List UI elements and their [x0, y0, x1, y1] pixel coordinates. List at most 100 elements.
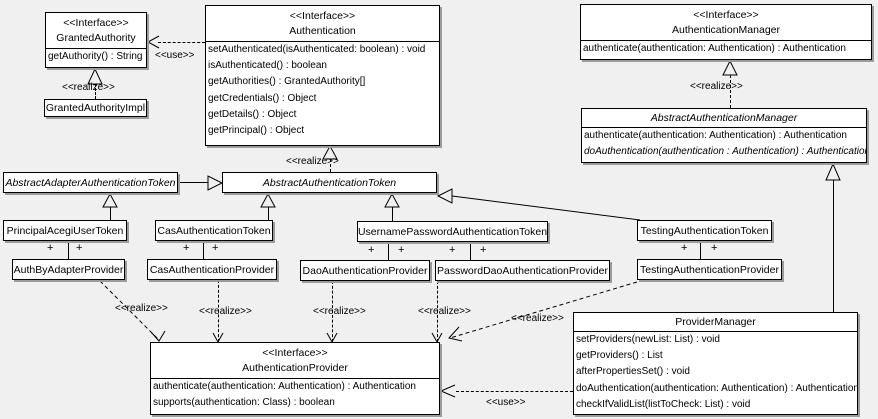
- generalization-line-principalacegiusertoken: [110, 207, 111, 220]
- multiplicity-label: +: [183, 242, 190, 254]
- class-username-password-authentication-token: UsernamePasswordAuthenticationToken: [357, 221, 548, 242]
- methods-compartment: setAuthenticated(isAuthenticated: boolea…: [206, 41, 439, 139]
- generalization-line-casauthenticationtoken: [268, 207, 269, 220]
- realize-label: <<realize>>: [62, 82, 115, 93]
- realize-line-abstractauthenticationmanager: [730, 75, 731, 108]
- class-auth-by-adapter-provider: AuthByAdapterProvider: [12, 259, 125, 280]
- association-line-usertoken-passworddaoprovider: [470, 242, 471, 260]
- method: checkIfValidList(listToCheck: List) : vo…: [576, 398, 751, 410]
- realize-line-passworddaoprovider: [437, 281, 438, 342]
- class-authentication: <<Interface>> Authentication setAuthenti…: [205, 5, 440, 146]
- stereotype-label: <<Interface>>: [693, 9, 759, 21]
- method: isAuthenticated() : boolean: [208, 60, 327, 72]
- class-abstract-adapter-authentication-token: AbstractAdapterAuthenticationToken: [3, 172, 178, 193]
- realize-arrowhead-up-icon: [722, 59, 738, 76]
- class-header: AbstractAuthenticationManager: [582, 109, 866, 127]
- class-abstract-authentication-manager: AbstractAuthenticationManager authentica…: [581, 108, 867, 163]
- class-granted-authority-impl: GrantedAuthorityImpl: [44, 99, 147, 117]
- association-line-testingtoken-testingprovider: [700, 241, 701, 259]
- realize-label: <<realize>>: [286, 156, 339, 167]
- multiplicity-label: +: [480, 244, 487, 256]
- class-provider-manager: ProviderManager setProviders(newList: Li…: [573, 312, 858, 415]
- class-name: GrantedAuthority: [56, 32, 136, 44]
- class-authentication-manager: <<Interface>> AuthenticationManager auth…: [580, 4, 872, 60]
- multiplicity-label: +: [711, 242, 718, 254]
- realize-label: <<realize>>: [115, 303, 168, 314]
- realize-arrowhead-down-icon: [150, 330, 166, 342]
- method: afterPropertiesSet() : void: [576, 366, 690, 378]
- multiplicity-label: +: [681, 242, 688, 254]
- stereotype-label: <<Interface>>: [289, 10, 356, 22]
- class-abstract-authentication-token: AbstractAuthenticationToken: [222, 172, 437, 193]
- method: getAuthorities() : GrantedAuthority[]: [208, 76, 366, 88]
- class-name: AuthenticationProvider: [242, 362, 348, 374]
- class-cas-authentication-provider: CasAuthenticationProvider: [147, 259, 277, 280]
- generalization-arrowhead-up-icon: [384, 192, 400, 208]
- generalization-arrowhead-left-icon: [436, 188, 453, 204]
- multiplicity-label: +: [76, 242, 83, 254]
- class-authentication-provider: <<Interface>> AuthenticationProvider aut…: [150, 342, 440, 415]
- methods-compartment: authenticate(authentication: Authenticat…: [581, 40, 871, 57]
- class-name: CasAuthenticationToken: [157, 224, 271, 237]
- class-name: ProviderManager: [675, 316, 756, 328]
- methods-compartment: getAuthority() : String: [46, 48, 146, 65]
- method: authenticate(authentication: Authenticat…: [583, 43, 846, 54]
- method: getDetails() : Object: [208, 108, 297, 120]
- class-header: <<Interface>> AuthenticationManager: [581, 5, 871, 40]
- class-principal-acegi-user-token: PrincipalAcegiUserToken: [3, 220, 127, 241]
- generalization-arrowhead-right-icon: [207, 175, 224, 191]
- generalization-arrowhead-up-icon: [260, 192, 276, 208]
- class-name: AbstractAuthenticationManager: [650, 112, 798, 124]
- class-name: UsernamePasswordAuthenticationToken: [357, 225, 548, 238]
- class-name: AuthenticationManager: [672, 24, 780, 36]
- class-testing-authentication-token: TestingAuthenticationToken: [637, 220, 772, 241]
- realize-line-casauthenticationprovider: [218, 280, 219, 342]
- generalization-line-abstractadaptertoken: [178, 182, 208, 183]
- use-dependency-line-providermanager-authenticationprovider: [456, 391, 573, 392]
- class-password-dao-authentication-provider: PasswordDaoAuthenticationProvider: [435, 260, 610, 281]
- class-header: <<Interface>> AuthenticationProvider: [151, 343, 439, 378]
- method: setAuthenticated(isAuthenticated: boolea…: [208, 44, 426, 55]
- multiplicity-label: +: [47, 242, 54, 254]
- class-name: PrincipalAcegiUserToken: [6, 224, 124, 237]
- methods-compartment: setProviders(newList: List) : void getPr…: [574, 331, 857, 413]
- method: supports(authentication: Class) : boolea…: [153, 397, 335, 409]
- method: doAuthentication(authentication : Authen…: [584, 146, 866, 158]
- realize-line-abstractauthenticationtoken: [330, 159, 331, 172]
- class-cas-authentication-token: CasAuthenticationToken: [155, 220, 273, 241]
- method: getCredentials() : Object: [208, 92, 317, 104]
- realize-line-grantedauthorityimpl: [95, 84, 96, 99]
- multiplicity-label: +: [212, 242, 219, 254]
- generalization-line-providermanager: [833, 180, 834, 312]
- multiplicity-label: +: [449, 244, 456, 256]
- use-label: <<use>>: [155, 50, 195, 61]
- method: getPrincipal() : Object: [208, 124, 305, 136]
- realize-label: <<realize>>: [199, 306, 252, 317]
- class-granted-authority: <<Interface>> GrantedAuthority getAuthor…: [45, 12, 147, 68]
- method: authenticate(authentication: Authenticat…: [153, 381, 416, 392]
- methods-compartment: authenticate(authentication: Authenticat…: [582, 127, 866, 160]
- association-line-usertoken-daoprovider: [388, 242, 389, 260]
- stereotype-label: <<Interface>>: [63, 17, 129, 29]
- generalization-line-testingtoken: [451, 195, 641, 221]
- class-header: ProviderManager: [574, 313, 857, 331]
- use-arrowhead-left-icon: [439, 384, 456, 398]
- class-header: <<Interface>> GrantedAuthority: [46, 13, 146, 48]
- association-line-castoken-casprovider: [203, 241, 204, 259]
- use-dependency-line-authentication-grantedauthority: [158, 42, 205, 43]
- realize-arrowhead-down-icon: [448, 326, 463, 342]
- method: authenticate(authentication: Authenticat…: [584, 130, 847, 141]
- method: doAuthentication(authentication: Authent…: [576, 382, 857, 394]
- generalization-line-usernamepasswordtoken: [392, 207, 393, 221]
- class-name: CasAuthenticationProvider: [149, 263, 275, 276]
- class-name: TestingAuthenticationProvider: [640, 263, 779, 276]
- class-name: TestingAuthenticationToken: [640, 224, 769, 237]
- class-testing-authentication-provider: TestingAuthenticationProvider: [637, 259, 782, 280]
- realize-label: <<realize>>: [511, 313, 564, 324]
- class-name: AuthByAdapterProvider: [13, 263, 124, 276]
- class-name: AbstractAuthenticationToken: [262, 176, 397, 189]
- class-name: GrantedAuthorityImpl: [45, 102, 146, 114]
- generalization-arrowhead-up-icon: [825, 162, 841, 181]
- realize-label: <<realize>>: [313, 306, 366, 317]
